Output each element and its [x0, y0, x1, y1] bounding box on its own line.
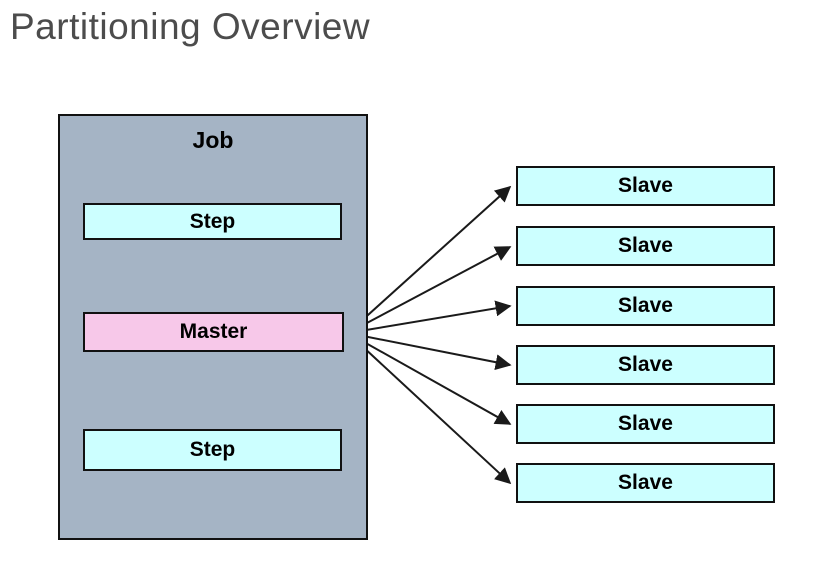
- master-to-slave-arrow-6: [347, 332, 512, 485]
- slave-box-5: Slave: [516, 404, 775, 444]
- step-box-bottom: Step: [83, 429, 342, 471]
- master-to-slave-arrow-3: [347, 300, 512, 334]
- page-title: Partitioning Overview: [10, 6, 371, 47]
- slave-box-6: Slave: [516, 463, 775, 503]
- slave-box-1: Slave: [516, 166, 775, 206]
- slave-box-4: Slave: [516, 345, 775, 385]
- master-to-slave-arrow-4: [347, 332, 512, 371]
- master-to-slave-arrow-1: [347, 185, 512, 334]
- step-box-top: Step: [83, 203, 342, 240]
- slave-box-3: Slave: [516, 286, 775, 326]
- master-to-slave-arrow-2: [347, 246, 512, 334]
- job-label: Job: [192, 127, 234, 153]
- master-to-slave-arrow-5: [347, 332, 512, 425]
- master-box: Master: [83, 312, 344, 352]
- slave-box-2: Slave: [516, 226, 775, 266]
